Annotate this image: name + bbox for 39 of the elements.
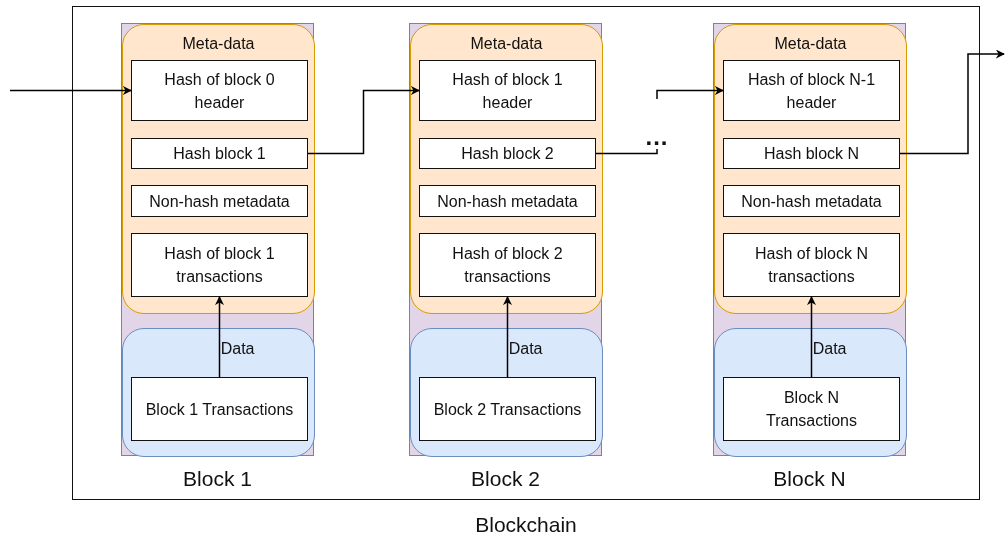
- field-box: Hash block 1: [131, 138, 308, 169]
- panel-title: Meta-data: [470, 35, 543, 53]
- data-panel: [714, 328, 907, 457]
- data-panel: [122, 328, 315, 457]
- panel-title: Meta-data: [774, 35, 847, 53]
- block-title: Block N: [773, 467, 846, 491]
- field-box: Hash of block N-1 header: [723, 60, 900, 121]
- data-panel: [410, 328, 603, 457]
- field-box: Hash of block 0 header: [131, 60, 308, 121]
- field-box: Non-hash metadata: [131, 185, 308, 217]
- connector-arrow: [807, 296, 816, 378]
- block-title: Block 2: [471, 467, 540, 491]
- field-box: Hash block N: [723, 138, 900, 169]
- field-box: Non-hash metadata: [419, 185, 596, 217]
- field-box: Block 1 Transactions: [131, 377, 308, 441]
- block-title: Block 1: [183, 467, 252, 491]
- panel-title: Meta-data: [182, 35, 255, 53]
- field-box: Hash of block 1 transactions: [131, 233, 308, 297]
- connector-arrow: [899, 49, 1005, 155]
- connector-arrow: [307, 86, 420, 155]
- field-box: Block N Transactions: [723, 377, 900, 441]
- metadata-panel: [714, 24, 907, 314]
- panel-title: Data: [220, 340, 255, 358]
- panel-title: Data: [508, 340, 543, 358]
- field-box: Hash of block 1 header: [419, 60, 596, 121]
- field-box: Hash of block 2 transactions: [419, 233, 596, 297]
- connector-arrow: [656, 86, 724, 100]
- connector-arrow: [9, 86, 132, 95]
- field-box: Hash block 2: [419, 138, 596, 169]
- metadata-panel: [410, 24, 603, 314]
- connector-arrow: [503, 296, 512, 378]
- frame-title: Blockchain: [475, 513, 577, 537]
- metadata-panel: [122, 24, 315, 314]
- ellipsis-text: ...: [639, 99, 675, 149]
- connector-arrow: [215, 296, 224, 378]
- field-box: Non-hash metadata: [723, 185, 900, 217]
- field-box: Hash of block N transactions: [723, 233, 900, 297]
- panel-title: Data: [812, 340, 847, 358]
- field-box: Block 2 Transactions: [419, 377, 596, 441]
